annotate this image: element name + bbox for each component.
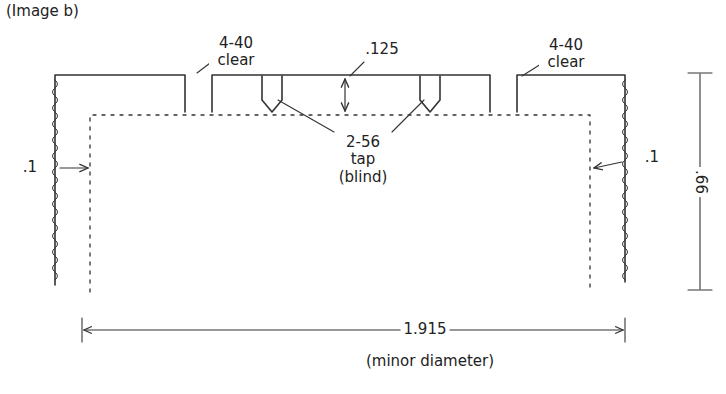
dimension-line	[60, 167, 88, 168]
extension-line	[624, 318, 625, 342]
image-tag: (Image b)	[3, 3, 82, 20]
tapped-hole	[262, 76, 282, 112]
dimension-text: .66	[691, 167, 708, 197]
extension-line	[688, 289, 712, 290]
thread-texture	[623, 80, 628, 280]
dimension-text: .125	[362, 41, 401, 58]
leader-line	[278, 100, 334, 132]
leader-line	[350, 62, 364, 76]
extension-line	[81, 318, 82, 342]
dimension-note: (minor diameter)	[363, 353, 497, 370]
hole-note: 2-56 tap (blind)	[334, 134, 392, 186]
leader-line	[392, 100, 424, 132]
dimension-text: .1	[20, 159, 40, 176]
hidden-line	[90, 115, 590, 292]
tapped-hole	[420, 76, 440, 112]
hole-note: 4-40 clear	[209, 35, 263, 70]
part-outline	[55, 75, 625, 285]
dimension-line	[84, 329, 623, 330]
dimension-line	[594, 162, 622, 168]
dimension-text: 1.915	[401, 321, 450, 338]
extension-line	[688, 72, 712, 73]
dimension-text: .1	[642, 149, 662, 166]
hole-note: 4-40 clear	[539, 37, 593, 72]
thread-texture	[53, 80, 58, 280]
dimension-line	[344, 79, 345, 111]
